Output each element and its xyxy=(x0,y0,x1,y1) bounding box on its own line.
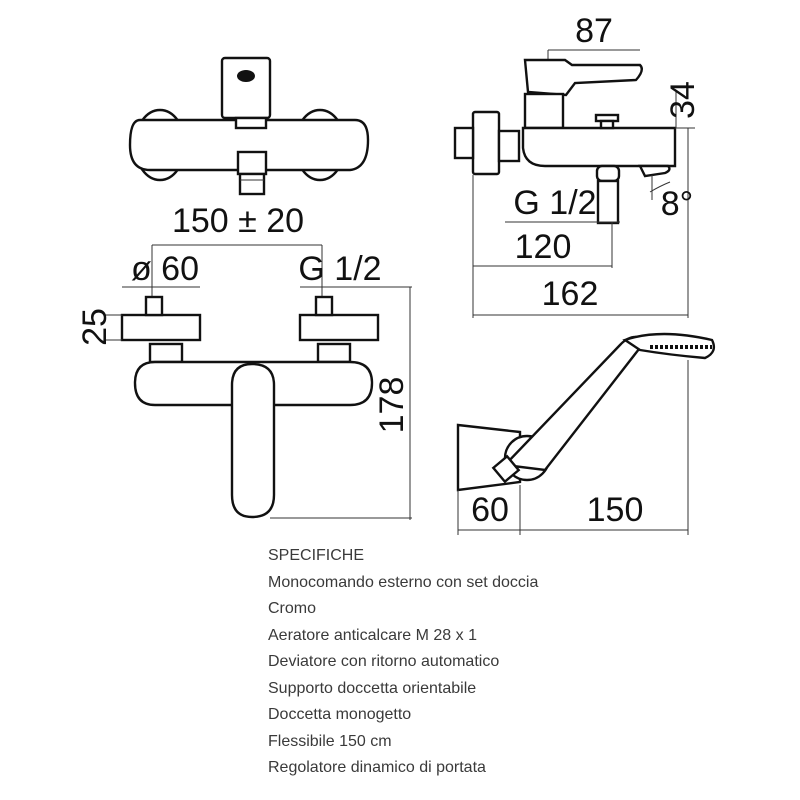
front-view: 150 ± 20 ø 60 G 1/2 25 178 xyxy=(76,202,412,520)
spec-item: Regolatore dinamico di portata xyxy=(268,759,486,776)
dim-bracket-depth: 60 xyxy=(471,491,509,529)
spec-item: Aeratore anticalcare M 28 x 1 xyxy=(268,626,477,644)
dim-front-height: 178 xyxy=(373,377,411,434)
dim-front-thread: G 1/2 xyxy=(298,250,381,288)
specs-title: SPECIFICHE xyxy=(268,547,365,564)
hand-shower-view: 60 150 xyxy=(456,332,716,535)
spec-item: Monocomando esterno con set doccia xyxy=(268,573,539,591)
spec-item: Doccetta monogetto xyxy=(268,706,412,723)
dim-side-height: 34 xyxy=(664,81,702,119)
dim-shower-length: 150 xyxy=(587,491,644,529)
dim-spout-angle: 8° xyxy=(661,185,694,223)
spec-item: Deviatore con ritorno automatico xyxy=(268,653,500,670)
dim-cover-height: 25 xyxy=(76,308,114,346)
specifications-list: SPECIFICHE Monocomando esterno con set d… xyxy=(268,543,538,782)
side-view: 87 G 1/2 120 162 8° 34 xyxy=(453,12,702,318)
spec-item: Flessibile 150 cm xyxy=(268,732,392,750)
dim-side-total-depth: 162 xyxy=(542,275,599,313)
dim-cover-diameter: ø 60 xyxy=(131,250,199,288)
spec-item: Cromo xyxy=(268,600,317,617)
dim-side-lever-length: 87 xyxy=(575,12,613,50)
top-view xyxy=(128,56,370,196)
dim-center-distance: 150 ± 20 xyxy=(172,202,304,240)
dim-side-shower-thread: G 1/2 xyxy=(513,184,596,222)
dim-side-outlet-distance: 120 xyxy=(515,228,572,266)
spec-item: Supporto doccetta orientabile xyxy=(268,679,477,697)
